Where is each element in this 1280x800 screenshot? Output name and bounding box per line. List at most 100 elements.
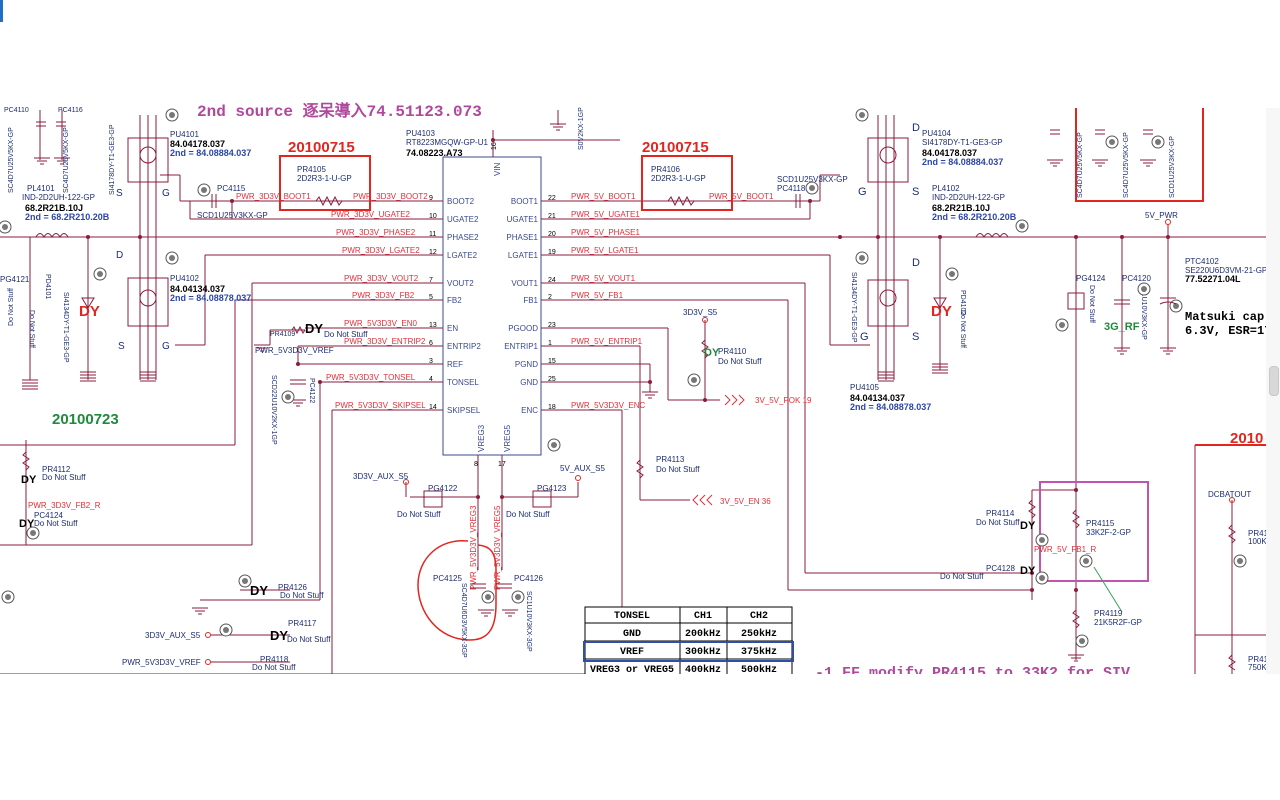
- net-3d3v-boot2: PWR_3D3V_BOOT2: [353, 192, 428, 201]
- ic-left-pins: BOOT29UGATE210PHASE211LGATE212VOUT27FB25…: [429, 195, 481, 415]
- table-header-ch2: CH2: [750, 611, 768, 622]
- table-header-tonsel: TONSEL: [614, 611, 650, 622]
- pc4118-part: SCD1U25V3KX-GP: [777, 175, 848, 184]
- pu4104-ref: PU4104: [922, 129, 951, 138]
- pr4110-ref: PR4110: [718, 347, 747, 356]
- table-cell: 250kHz: [741, 628, 777, 640]
- mosfet-pu4104: PU4104 SI4178DY-T1-GE3-GP 84.04178.037 2…: [855, 108, 1003, 198]
- vreg-section: 3D3V_AUX_S5 5V_AUX_S5 PG4122 Do Not Stuf…: [353, 464, 605, 658]
- net-3d3v-ugate2: PWR_3D3V_UGATE2: [331, 210, 411, 219]
- ic-vreg5-pin: 17: [498, 461, 506, 468]
- pu4101-ref: PU4101: [170, 130, 199, 139]
- pc4115-part: SCD1U25V3KX-GP: [197, 211, 268, 220]
- ic-pin-num-fb1: 2: [548, 294, 552, 301]
- pr4106-part: 2D2R3-1-U-GP: [651, 174, 706, 183]
- net-3d3v-lgate2: PWR_3D3V_LGATE2: [342, 246, 420, 255]
- pg4124-dns: Do Not Stuff: [1088, 285, 1095, 323]
- pr4118-ref: PR4118: [260, 655, 289, 664]
- net-5v3d3v-en0: PWR_5V3D3V_EN0: [344, 319, 417, 328]
- dy-pr4126: DY: [250, 583, 268, 598]
- pr4106-ref: PR4106: [651, 165, 680, 174]
- sc-left-1: SC4D7U25V5KX-GP: [8, 127, 15, 193]
- pu4101-pn: 84.04178.037: [170, 139, 225, 149]
- sc-right-2: SC4D7U25V5KX-GP: [1123, 132, 1130, 198]
- ptc4102-ref: PTC4102: [1185, 257, 1219, 266]
- pu4104-pn: 84.04178.037: [922, 148, 977, 158]
- ic-pin-num-vout2: 7: [429, 277, 433, 284]
- ic-pin-num-ref: 3: [429, 358, 433, 365]
- ic-pin-num-boot2: 9: [429, 195, 433, 202]
- dy-pr4114: DY: [1020, 520, 1036, 532]
- net-5v-boot1-b: PWR_5V_BOOT1: [709, 192, 774, 201]
- pu4102-s: S: [118, 341, 125, 352]
- second-source-note: 2nd source 逐呆導入74.51123.073: [197, 101, 482, 121]
- pc4110-fragment: PC4110: [4, 107, 29, 114]
- net-vref-b: PWR_5V3D3V_VREF: [122, 658, 201, 667]
- net-3d3v-s5: 3D3V_S5: [683, 308, 718, 317]
- net-vreg5: PWR_5V3D3V_VREG5: [493, 505, 502, 590]
- pu4105-pn: 84.04134.037: [850, 393, 905, 403]
- pl4102-pn: 68.2R21B.10J: [932, 203, 990, 213]
- pc4120-ref: PC4120: [1122, 274, 1151, 283]
- net-3d3v-aux-s5: 3D3V_AUX_S5: [353, 472, 409, 481]
- ic-pin-entrip1: ENTRIP1: [504, 342, 538, 351]
- pu4102-g: G: [162, 341, 170, 352]
- scrollbar-thumb-handle[interactable]: [1269, 366, 1279, 396]
- pl4102-part: IND-2D2UH-122-GP: [932, 193, 1005, 202]
- net-5v-fb1-r: PWR_5V_FB1_R: [1034, 545, 1096, 554]
- ic-pin-ref: REF: [447, 360, 463, 369]
- left-control: PR4109 DY Do Not Stuff PWR_5V3D3V_VREF P…: [1, 321, 368, 672]
- net-5v-pwr: 5V_PWR: [1145, 211, 1178, 220]
- table-cell: 375kHz: [741, 646, 777, 658]
- ic-pin-phase2: PHASE2: [447, 233, 479, 242]
- ic-code: 74.08223.A73: [406, 148, 463, 158]
- inductor-pl4101: PL4101 IND-2D2UH-122-GP 68.2R21B.10J 2nd…: [0, 184, 110, 239]
- ic-vin-pin: 16: [491, 142, 498, 150]
- ic-pin-gnd: GND: [520, 378, 538, 387]
- pc4124-dns: Do Not Stuff: [34, 519, 78, 528]
- net-5v3d3v-enc: PWR_5V3D3V_ENC: [571, 401, 645, 410]
- offpage-pok: 3V_5V_POK 19: [755, 396, 812, 405]
- pd4102-ref: PD4102: [959, 290, 966, 315]
- pr4119-ref: PR4119: [1094, 609, 1123, 618]
- pd4101-ref: PD4101: [44, 274, 51, 299]
- net-3d3v-aux-a: 3D3V_AUX_S5: [145, 631, 201, 640]
- pr4113-ref: PR4113: [656, 455, 685, 464]
- pu4101-s: S: [116, 188, 123, 199]
- ic-pin-num-entrip2: 6: [429, 340, 433, 347]
- table-cell: 400kHz: [685, 664, 721, 676]
- net-5v-phase1: PWR_5V_PHASE1: [571, 228, 640, 237]
- pc4126-part: SC1U10V3KX-3GP: [525, 591, 532, 652]
- pc4120-part: SC1U10V3KX-GP: [1140, 283, 1147, 340]
- table-cell: 500kHz: [741, 664, 777, 676]
- pu4101-part: SI4178DY-T1-GE3-GP: [109, 124, 116, 195]
- net-3d3v-fb2: PWR_3D3V_FB2: [352, 291, 415, 300]
- date-right-edge: 2010: [1230, 430, 1263, 447]
- ic-pin-ugate2: UGATE2: [447, 215, 479, 224]
- pu4105-ref: PU4105: [850, 383, 879, 392]
- table-cell: 200kHz: [685, 628, 721, 640]
- pu4105-g: G: [860, 331, 869, 343]
- net-3d3v-fb2-r: PWR_3D3V_FB2_R: [28, 501, 101, 510]
- ic-pin-skipsel: SKIPSEL: [447, 406, 481, 415]
- window-edge-marker: [0, 0, 3, 22]
- pu4105-part: SI4134DY-T1-GE3-GP: [850, 272, 857, 343]
- empty-area: [0, 674, 1280, 800]
- net-3d3v-boot1: PWR_3D3V_BOOT1: [236, 192, 311, 201]
- pr4115-part: 33K2F-2-GP: [1086, 528, 1131, 537]
- pu4104-g: G: [858, 186, 867, 198]
- ground-symbols: [21, 123, 1177, 662]
- table-cell: GND: [623, 629, 641, 640]
- pr4117-dns: Do Not Stuff: [287, 635, 331, 644]
- pu4105-s: S: [912, 331, 919, 343]
- pl4101-ref: PL4101: [27, 184, 55, 193]
- mosfet-pu4102: PU4102 84.04134.037 2nd = 84.08878.037 S…: [62, 250, 251, 363]
- ic-pin-phase1: PHASE1: [506, 233, 538, 242]
- pc4125-ref: PC4125: [433, 574, 462, 583]
- ic-pin-pgood: PGOOD: [508, 324, 538, 333]
- pr4112-dns: Do Not Stuff: [42, 473, 86, 482]
- ic-pin-num-lgate2: 12: [429, 249, 437, 256]
- rf-label: 3G_RF: [1104, 321, 1140, 333]
- ic-pin-vout2: VOUT2: [447, 279, 474, 288]
